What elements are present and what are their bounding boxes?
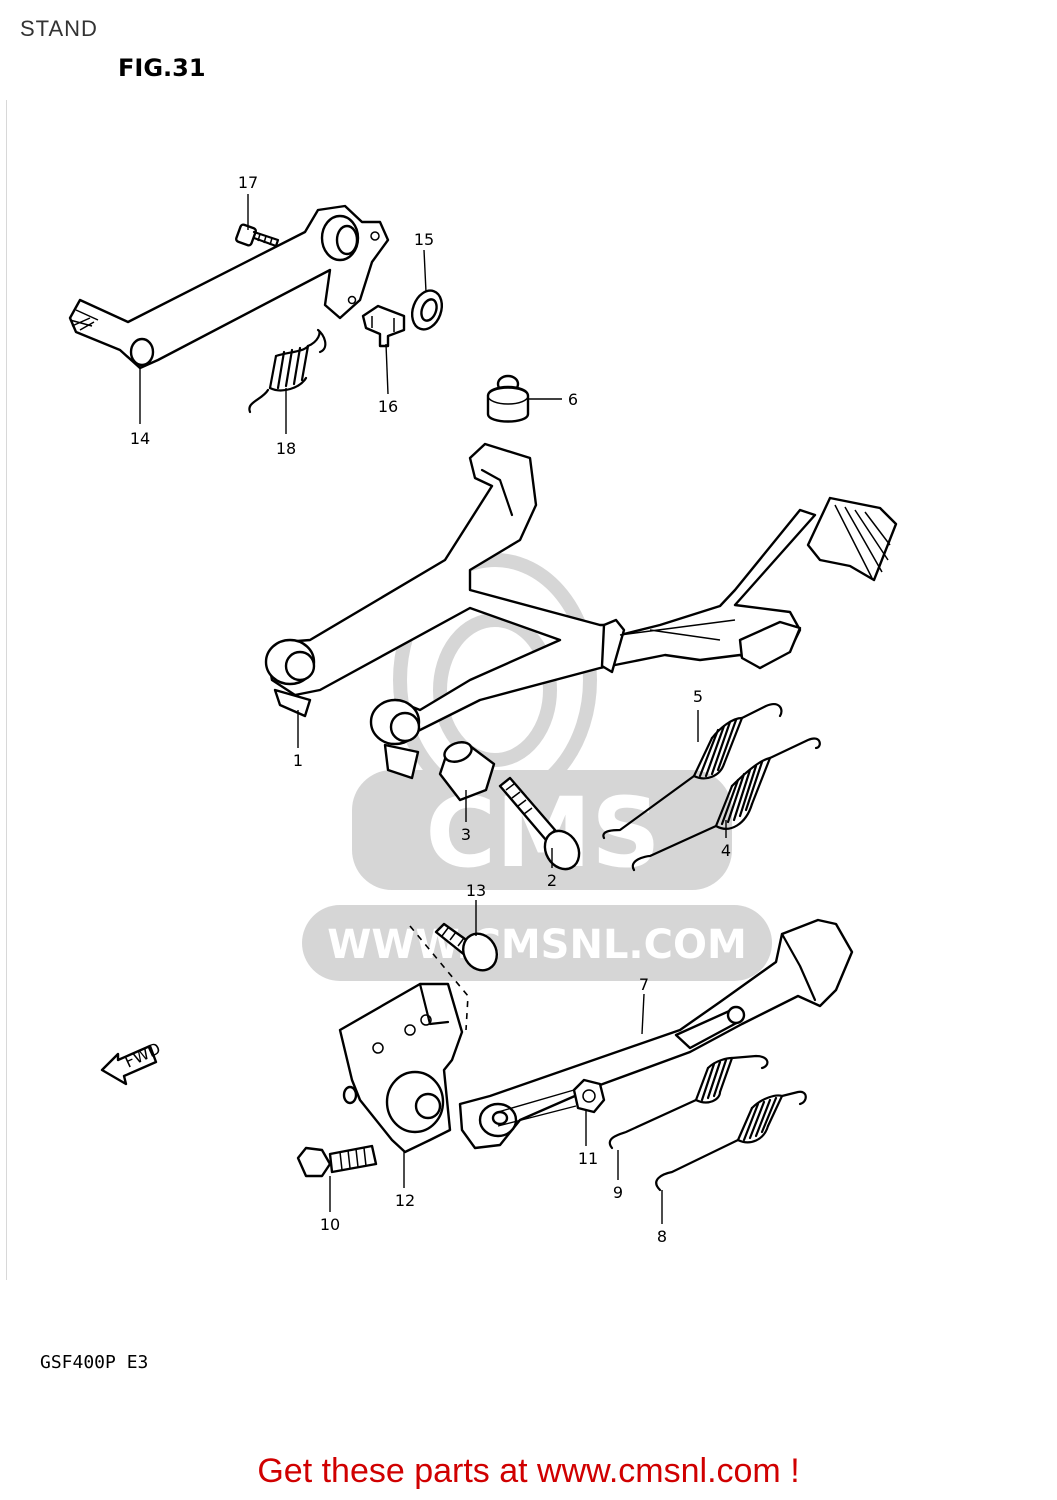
part-7-side-stand	[458, 918, 854, 1150]
callout-14: 14	[130, 429, 150, 448]
part-2-bolt	[498, 776, 581, 871]
part-10-bolt	[296, 1144, 378, 1178]
callout-16: 16	[378, 397, 398, 416]
model-code: GSF400P E3	[40, 1352, 149, 1373]
watermark-logo: CMS WWW.CMSNL.COM	[302, 553, 772, 981]
buy-parts-link[interactable]: Get these parts at www.cmsnl.com !	[257, 1452, 800, 1490]
callout-1: 1	[293, 751, 303, 770]
callout-8: 8	[657, 1227, 667, 1246]
figure-label: FIG.31	[118, 54, 206, 82]
part-3-collar	[438, 741, 496, 802]
callout-5: 5	[693, 687, 703, 706]
callout-7: 7	[639, 975, 649, 994]
assembly-dash-line	[409, 925, 469, 1031]
callout-15: 15	[414, 230, 434, 249]
parts-diagram: CMS WWW.CMSNL.COM	[68, 173, 898, 1246]
part-1-center-stand	[264, 442, 898, 780]
part-5-spring	[602, 703, 783, 840]
callout-3: 3	[461, 825, 471, 844]
part-15-washer	[410, 289, 444, 331]
part-9-spring	[608, 1054, 769, 1150]
callout-18: 18	[276, 439, 296, 458]
nut-alignment-lines	[497, 1089, 577, 1127]
part-17-bolt	[235, 223, 280, 248]
part-16-clip	[361, 304, 406, 348]
watermark-url: WWW.CMSNL.COM	[327, 922, 747, 968]
left-edge-rule	[6, 100, 7, 1280]
callout-leaders	[139, 194, 727, 1224]
callout-13: 13	[466, 881, 486, 900]
callout-4: 4	[721, 841, 731, 860]
fwd-direction-arrow: FWD	[100, 1039, 164, 1086]
callout-11: 11	[578, 1149, 598, 1168]
callout-10: 10	[320, 1215, 340, 1234]
page-title: STAND	[20, 16, 98, 41]
part-11-nut	[572, 1078, 606, 1114]
part-12-bracket	[338, 982, 464, 1154]
part-4-spring	[631, 737, 821, 872]
part-6-cap	[486, 374, 530, 423]
callout-6: 6	[568, 390, 578, 409]
callout-9: 9	[613, 1183, 623, 1202]
part-8-spring	[655, 1090, 807, 1192]
part-13-bolt	[434, 922, 499, 972]
callout-12: 12	[395, 1191, 415, 1210]
callout-2: 2	[547, 871, 557, 890]
part-14-pedal	[68, 204, 390, 370]
callout-17: 17	[238, 173, 258, 192]
part-18-spring	[248, 328, 327, 414]
